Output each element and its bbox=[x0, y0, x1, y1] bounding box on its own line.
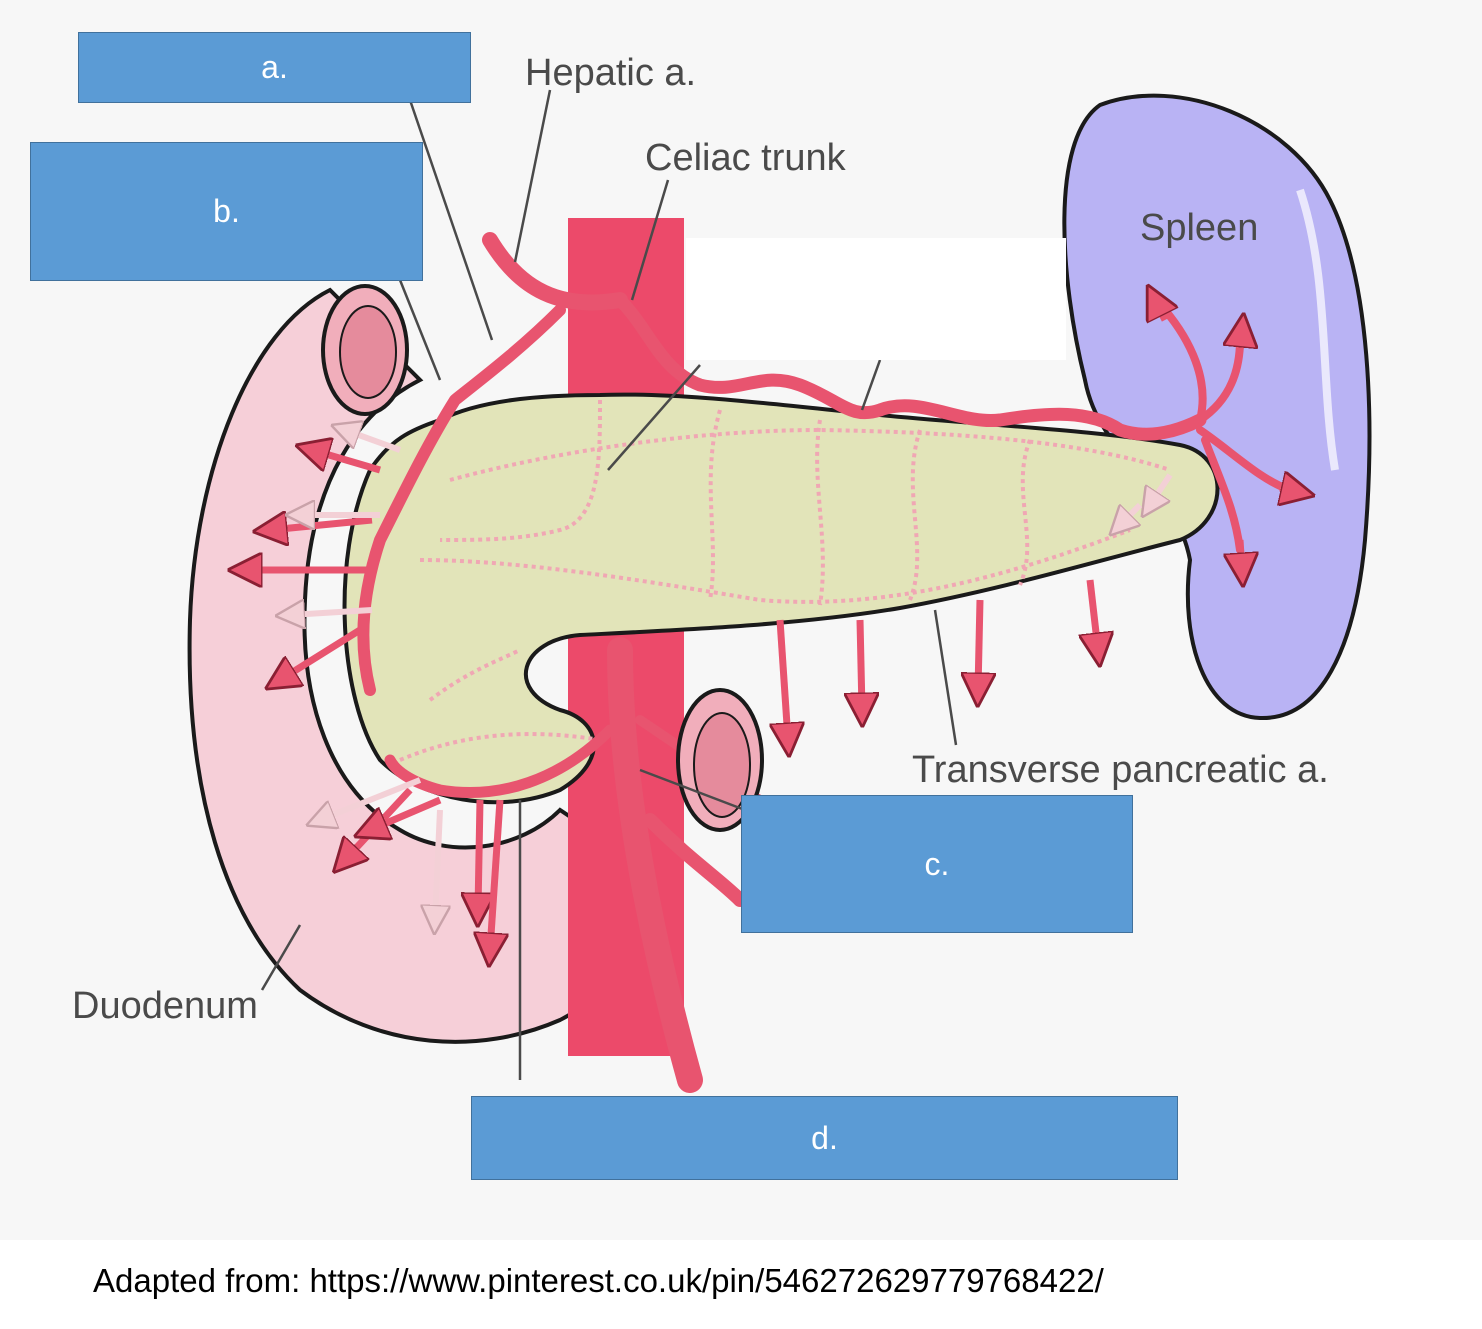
aorta bbox=[568, 218, 684, 1056]
branch-arrows bbox=[245, 300, 1298, 950]
answer-box-b[interactable]: b. bbox=[30, 142, 423, 281]
posterior-branch-arrows bbox=[290, 430, 1173, 920]
answer-box-a[interactable]: a. bbox=[78, 32, 471, 103]
label-spleen: Spleen bbox=[1140, 207, 1258, 249]
label-hepatic-artery: Hepatic a. bbox=[525, 52, 696, 94]
leader-lines bbox=[260, 89, 958, 1080]
source-caption: Adapted from: https://www.pinterest.co.u… bbox=[93, 1262, 1104, 1299]
pancreas-blood-supply-diagram: Hepatic a. Celiac trunk Spleen Transvers… bbox=[72, 52, 1372, 1093]
label-transverse-pancreatic-artery: Transverse pancreatic a. bbox=[912, 749, 1329, 791]
hidden-label-mask bbox=[686, 238, 1066, 360]
arteries bbox=[357, 232, 1294, 1093]
label-celiac-trunk: Celiac trunk bbox=[645, 137, 847, 179]
pancreatic-dotted-vessels bbox=[399, 399, 1171, 762]
answer-box-c[interactable]: c. bbox=[741, 795, 1133, 933]
label-duodenum: Duodenum bbox=[72, 985, 258, 1027]
answer-box-d[interactable]: d. bbox=[471, 1096, 1178, 1180]
